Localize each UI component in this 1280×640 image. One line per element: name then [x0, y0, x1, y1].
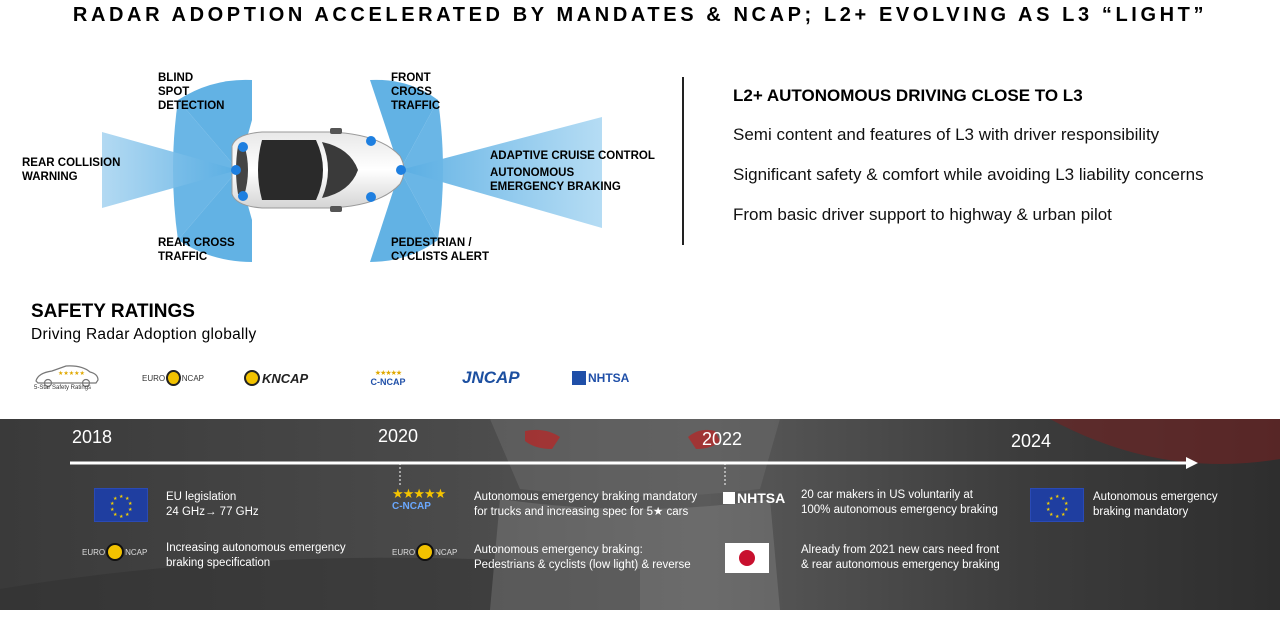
pedestrian-zone — [370, 170, 438, 262]
car-outline-icon: ★★★★★ — [35, 365, 99, 388]
rear-collision-label: REAR COLLISION WARNING — [22, 157, 121, 183]
radar-diagram: REAR COLLISION WARNING BLIND SPOT DETECT… — [0, 60, 680, 280]
euro-ncap-aeb-text: Increasing autonomous emergency braking … — [166, 542, 346, 569]
euro-ncap-logo-2018: EURO NCAP — [82, 543, 147, 561]
svg-text:★: ★ — [119, 514, 124, 520]
sensor-front-center — [396, 165, 406, 175]
svg-text:★: ★ — [1055, 514, 1060, 520]
svg-text:★: ★ — [128, 501, 133, 507]
euro-ncap-logo: EURO NCAP — [142, 362, 204, 394]
sensor-front-right — [366, 192, 376, 202]
svg-text:★: ★ — [1055, 494, 1060, 500]
svg-text:★: ★ — [1061, 512, 1066, 518]
cncap-logo: ★★★★★ C-NCAP — [370, 370, 406, 387]
eu-legislation-text: EU legislation 24 GHz→ 77 GHz — [166, 491, 259, 518]
svg-text:★★★★★: ★★★★★ — [58, 370, 85, 377]
year-2018: 2018 — [72, 427, 113, 447]
l2-item: Significant safety & comfort while avoid… — [733, 165, 1204, 184]
sensor-rear-left — [238, 142, 248, 152]
svg-text:★: ★ — [119, 494, 124, 500]
ncap-emblem-icon — [166, 370, 181, 386]
svg-text:★: ★ — [110, 507, 115, 513]
year-2022: 2022 — [702, 429, 743, 449]
acc-label: ADAPTIVE CRUISE CONTROL — [490, 150, 655, 162]
rear-cross-label: REAR CROSS TRAFFIC — [158, 237, 235, 263]
svg-text:★: ★ — [1049, 512, 1054, 518]
svg-text:★: ★ — [110, 501, 115, 507]
car-top-view — [231, 128, 405, 212]
background-car-graphic — [0, 419, 1280, 610]
acc-zone — [400, 117, 602, 228]
l2-item: From basic driver support to highway & u… — [733, 205, 1112, 224]
page-title: RADAR ADOPTION ACCELERATED BY MANDATES &… — [72, 4, 1208, 26]
eu-flag-icon: ★★★★★★★★★★ — [94, 488, 148, 522]
footer-strip — [0, 610, 1280, 640]
ncap-emblem-icon — [106, 543, 125, 561]
japan-2021-text: Already from 2021 new cars need front & … — [801, 544, 1000, 571]
sensor-rear-right — [238, 191, 248, 201]
svg-text:★: ★ — [113, 496, 118, 502]
svg-text:★: ★ — [1046, 501, 1051, 507]
svg-text:★: ★ — [128, 507, 133, 513]
year-2020: 2020 — [378, 426, 419, 446]
timeline-band: 2018 2020 2022 2024 ★★★★★★★★★★ EU legisl… — [0, 419, 1280, 610]
rear-collision-zone — [102, 132, 238, 208]
vertical-divider — [682, 77, 684, 245]
euro-ncap-ped-text: Autonomous emergency braking: Pedestrian… — [474, 544, 691, 571]
sensor-front-left — [366, 136, 376, 146]
japan-flag-icon — [725, 543, 769, 573]
svg-text:★: ★ — [125, 496, 130, 502]
kncap-emblem-icon — [244, 370, 260, 386]
svg-text:★: ★ — [113, 512, 118, 518]
safety-subtitle: Driving Radar Adoption globally — [31, 326, 257, 343]
year-2024: 2024 — [1011, 431, 1052, 451]
sensor-rear-center — [231, 165, 241, 175]
pedestrian-label: PEDESTRIAN / CYCLISTS ALERT — [391, 237, 489, 263]
radar-diagram-graphic — [102, 79, 602, 262]
timeline-arrow — [70, 457, 1198, 485]
nhtsa-flag-icon — [723, 492, 735, 504]
cncap-logo-2020: ★★★★★ C-NCAP — [392, 487, 462, 514]
ncap-emblem-icon — [416, 543, 435, 561]
nhtsa-logo-2022: NHTSA — [723, 490, 785, 506]
l2-item: Semi content and features of L3 with dri… — [733, 125, 1160, 144]
kncap-logo: KNCAP — [244, 362, 314, 394]
nhtsa-flag-icon — [572, 371, 586, 385]
eu-2024-text: Autonomous emergency braking mandatory — [1093, 491, 1218, 518]
euro-ncap-logo-2020: EURO NCAP — [392, 543, 457, 561]
aeb-label: AUTONOMOUS EMERGENCY BRAKING — [490, 167, 621, 193]
nhtsa-logo: NHTSA — [572, 362, 642, 394]
jncap-logo: JNCAP — [462, 368, 520, 387]
cncap-trucks-text: Autonomous emergency braking mandatory f… — [474, 491, 698, 518]
front-cross-label: FRONT CROSS TRAFFIC — [391, 72, 441, 112]
five-star-ratings-logo: ★★★★★ 5-Star Safety Ratings — [30, 362, 102, 394]
stars-icon: ★★★★★ — [392, 486, 446, 501]
svg-text:★: ★ — [1046, 507, 1051, 513]
front-cross-zone — [370, 79, 438, 170]
safety-title: SAFETY RATINGS — [31, 301, 195, 322]
l2-title: L2+ AUTONOMOUS DRIVING CLOSE TO L3 — [733, 86, 1083, 105]
blind-spot-label: BLIND SPOT DETECTION — [158, 72, 225, 112]
eu-flag-icon: ★★★★★★★★★★ — [1030, 488, 1084, 522]
svg-text:★: ★ — [1061, 496, 1066, 502]
svg-text:★: ★ — [1064, 507, 1069, 513]
nhtsa-20-text: 20 car makers in US voluntarily at 100% … — [801, 489, 998, 516]
svg-text:★: ★ — [125, 512, 130, 518]
svg-text:★: ★ — [1049, 496, 1054, 502]
stars-icon: ★★★★★ — [374, 370, 402, 377]
svg-text:★: ★ — [1064, 501, 1069, 507]
